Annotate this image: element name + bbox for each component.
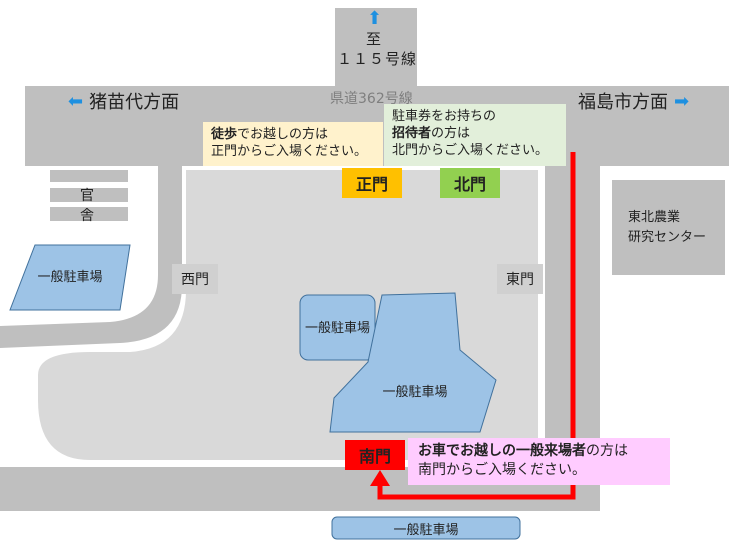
invited-note: 駐車券をお持ちの 招待者の方は 北門からご入場ください。 xyxy=(384,104,566,166)
south-gate: 南門 xyxy=(345,440,405,470)
direction-inawashiro: ⬅ 猪苗代方面 xyxy=(68,88,179,114)
direction-fukushima: 福島市方面 ➡ xyxy=(578,88,689,114)
car-note-line2: 南門からご入場ください。 xyxy=(418,462,586,478)
up-arrow-icon: ⬆ xyxy=(367,8,383,29)
parking-south-shape xyxy=(331,516,521,540)
parking-large-shape xyxy=(329,292,497,433)
main-gate: 正門 xyxy=(342,168,402,198)
parking-south-label: 一般駐車場 xyxy=(393,522,459,538)
parking-west-shape xyxy=(9,244,131,311)
invited-note-line2: の方は xyxy=(431,126,471,141)
road-west xyxy=(0,165,182,348)
route-to-label: 至 xyxy=(366,30,382,48)
walk-note-bold: 徒歩 xyxy=(211,127,238,142)
housing-char-2: 舎 xyxy=(80,208,94,224)
invited-note-line3: 北門からご入場ください。 xyxy=(392,143,549,158)
walk-note: 徒歩でお越しの方は 正門からご入場ください。 xyxy=(203,122,383,166)
east-gate: 東門 xyxy=(497,264,543,294)
invited-note-line1: 駐車券をお持ちの xyxy=(392,109,497,124)
parking-large-label: 一般駐車場 xyxy=(382,384,448,400)
parking-west-label: 一般駐車場 xyxy=(37,269,103,285)
housing-label: 官 舎 xyxy=(80,186,94,226)
car-route-arrowhead xyxy=(370,470,390,486)
walk-note-line2: 正門からご入場ください。 xyxy=(211,144,368,159)
parking-center-label: 一般駐車場 xyxy=(304,320,370,336)
walk-note-line1: でお越しの方は xyxy=(237,127,329,142)
car-note-bold: お車でお越しの一般来場者 xyxy=(418,443,586,459)
west-gate: 西門 xyxy=(172,264,218,294)
road-route-115 xyxy=(335,8,417,90)
car-note: お車でお越しの一般来場者の方は 南門からご入場ください。 xyxy=(408,438,670,485)
route-115-label: １１５号線 xyxy=(337,50,418,68)
tohoku-center-label: 東北農業 研究センター xyxy=(628,210,707,245)
north-gate: 北門 xyxy=(440,168,500,198)
right-arrow-icon: ➡ xyxy=(674,90,690,112)
road-name-label: 県道362号線 xyxy=(330,91,413,107)
direction-right-label: 福島市方面 xyxy=(578,92,668,113)
tohoku-center-building xyxy=(612,180,725,275)
invited-note-bold: 招待者 xyxy=(392,126,432,141)
housing-char-1: 官 xyxy=(80,188,94,204)
housing-building xyxy=(50,170,128,221)
direction-left-label: 猪苗代方面 xyxy=(89,92,180,113)
car-note-line1: の方は xyxy=(586,443,628,459)
left-arrow-icon: ⬅ xyxy=(68,90,84,112)
car-route-line xyxy=(377,152,576,500)
